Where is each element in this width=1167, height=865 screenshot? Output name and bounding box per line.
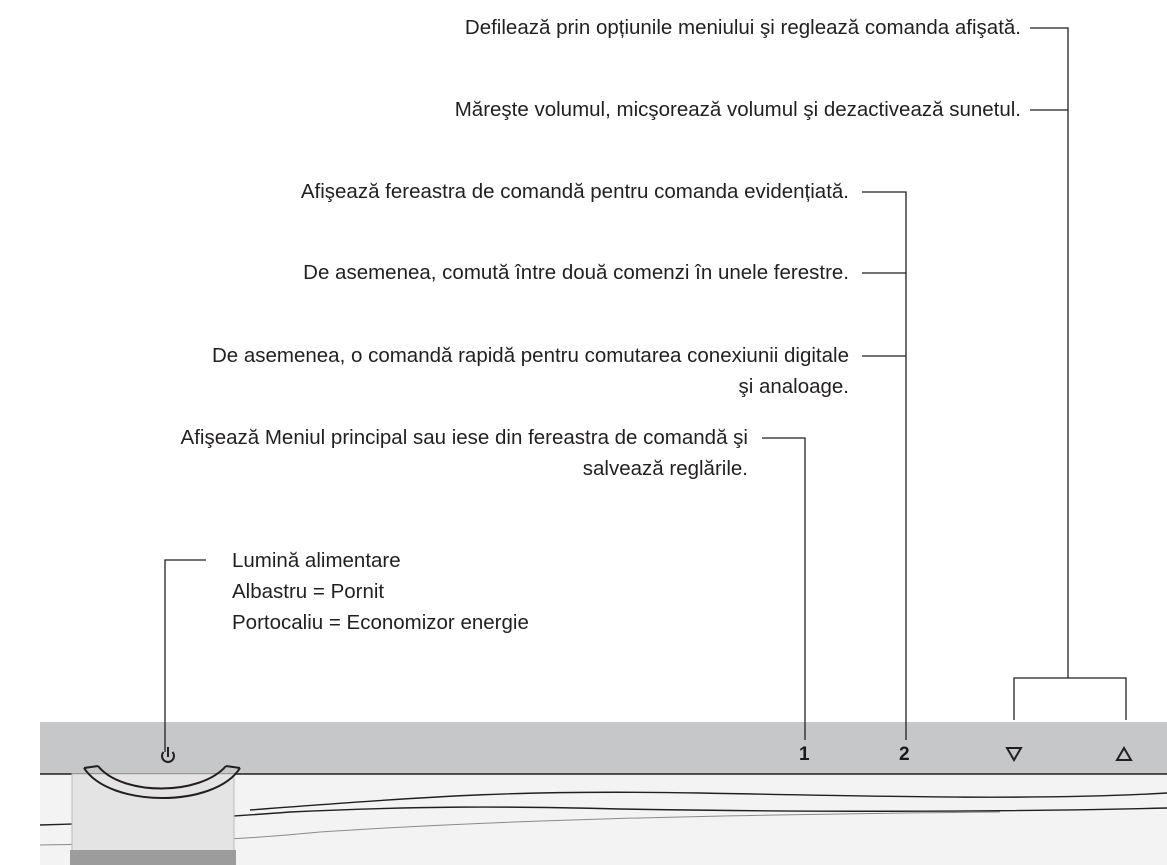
button-1-label[interactable]: 1: [799, 744, 810, 765]
callout-main-menu: Afişează Meniul principal sau iese din f…: [181, 422, 748, 484]
leader-line-button-1: [762, 437, 806, 740]
button-2-label[interactable]: 2: [899, 744, 910, 765]
triangle-down-icon[interactable]: [1005, 747, 1023, 762]
monitor-bezel: [39, 722, 1167, 865]
bezel-top-strip: [40, 722, 1167, 774]
callout-volume: Măreşte volumul, micşorează volumul şi d…: [454, 98, 1021, 121]
leader-lines-arrows: [1013, 27, 1127, 720]
callout-show-control: Afişează fereastra de comandă pentru com…: [300, 180, 849, 203]
leader-line-power: [164, 559, 206, 752]
callout-shortcut: De asemenea, o comandă rapidă pentru com…: [212, 340, 849, 402]
power-light-title: Lumină alimentare: [232, 549, 401, 572]
power-light-orange: Portocaliu = Economizor energie: [232, 611, 529, 634]
triangle-up-icon[interactable]: [1115, 746, 1133, 761]
callout-main-menu-line2: salvează reglările.: [582, 457, 748, 480]
power-icon[interactable]: [161, 747, 175, 763]
callout-shortcut-line2: şi analoage.: [738, 375, 849, 398]
callout-power-light: Lumină alimentare Albastru = Pornit Port…: [232, 545, 529, 638]
stand-base: [70, 850, 236, 865]
leader-lines-button-2: [862, 191, 907, 740]
callout-scroll-menu: Defilează prin opțiunile meniului şi reg…: [464, 16, 1021, 39]
callout-main-menu-line1: Afişează Meniul principal sau iese din f…: [180, 426, 748, 449]
power-light-blue: Albastru = Pornit: [232, 580, 385, 603]
callout-toggle: De asemenea, comută între două comenzi î…: [303, 261, 849, 284]
callout-shortcut-line1: De asemenea, o comandă rapidă pentru com…: [211, 344, 849, 367]
